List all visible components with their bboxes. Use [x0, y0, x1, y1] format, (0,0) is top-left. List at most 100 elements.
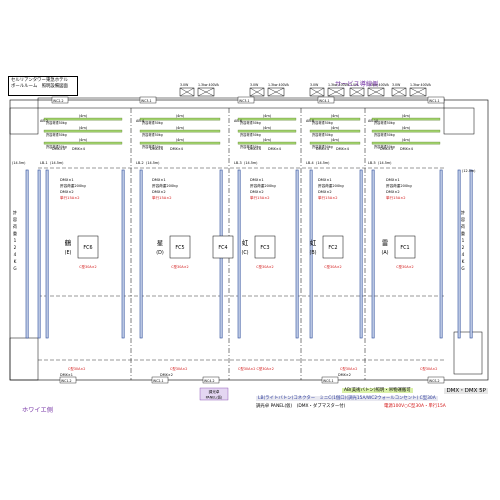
room-name-D: 星 [157, 239, 164, 247]
wc-bot-label-4: WCS-2 [429, 379, 440, 383]
batten-v-10 [371, 169, 375, 339]
dmx4-note-3: DMX×4 [316, 147, 329, 151]
service-label: サービス導線側 [335, 80, 378, 88]
dmx4-note-2: DMX×4 [248, 147, 261, 151]
dmx4b-note-1: DMX×4 [170, 147, 183, 151]
legend-panel: 調光卓 PANEL(仮) (DMX・ダブマスター付) [256, 404, 345, 410]
dmx4b-note-4: DMX×4 [400, 147, 413, 151]
bottom-load-2: C型30A×2 C型30A×2 [238, 366, 274, 371]
side-char-left-0: 許 [13, 209, 18, 216]
legend: AB(美術バトン)照明・吊物運搬可 DMX・DMX 5P LB(ライトバトン)コ… [256, 388, 490, 422]
dmx4-note-0: DMX×4 [52, 147, 65, 151]
wc-bot-label-2: WC4-2 [204, 379, 215, 383]
fc-label-B: FC2 [328, 245, 337, 251]
batten-h-2-1 [139, 141, 221, 145]
fc-box-B [322, 235, 344, 259]
foyer-label: ホワイエ側 [22, 406, 53, 414]
span2-left: (14.5m) [12, 161, 26, 165]
batten-span-0-1: (4m) [176, 114, 185, 118]
side-char-right-6: 4 [462, 252, 465, 257]
dmx2-note-4: DMX×2 [386, 190, 400, 194]
batten-span-0-2: (4m) [263, 114, 272, 118]
batten-h-1-1 [139, 129, 221, 133]
pan-label-1: 調光卓 [209, 389, 220, 394]
bottom-load-3: C型30A×2 [340, 366, 357, 371]
bottom-dmx-1: DMX×2 [160, 373, 173, 377]
fc-box-A [394, 235, 416, 259]
batten-h-2-2 [237, 141, 297, 145]
wc-top-label-4: WC1-1 [429, 99, 440, 103]
side-char-right-2: 荷 [461, 223, 465, 230]
room-sub-C: (C) [241, 250, 248, 256]
side-char-right-5: 2 [462, 245, 465, 250]
side-char-left-6: 4 [14, 252, 17, 257]
dmx4b-note-2: DMX×4 [268, 147, 281, 151]
bottom-dmx-2: DMX×2 [338, 373, 351, 377]
room-load-C: C型30A×2 [256, 264, 273, 269]
top-box-b-label-4: 1.3kw 400VA [410, 83, 432, 87]
top-box-a-label-4: 3.0W [392, 83, 401, 87]
batten-v-13 [469, 169, 473, 339]
wc-top-box-2 [237, 96, 255, 104]
lb-label-2: LB-3 [234, 161, 242, 165]
wc-bot-label-1: WC2-1 [153, 379, 164, 383]
dmx2-note-0: DMX×2 [60, 190, 74, 194]
room-name-B: 虹 [310, 238, 317, 247]
allow-0-3: 許容荷重50kg [312, 120, 333, 125]
side-char-left-4: 1 [14, 238, 17, 243]
batten-v-9 [359, 169, 363, 339]
allow-0-1: 許容荷重50kg [142, 120, 163, 125]
bottom-load-4: C型30A×2 [420, 366, 437, 371]
left-lower-alcove [9, 337, 39, 381]
allow-2-4: 許容荷重50kg [374, 144, 395, 149]
batten-v-7 [295, 169, 299, 339]
left-alcove [9, 107, 39, 135]
batten-span-1-2: (4m) [263, 126, 272, 130]
phase-note-1: 単行15A×2 [152, 195, 172, 200]
allow-note-2: 許容荷重200kg [250, 183, 276, 188]
wc-top-box-0 [51, 96, 69, 104]
batten-span-2-1: (4m) [176, 138, 185, 142]
batten-v-2 [45, 169, 49, 339]
lb-label-3: LB-4 [306, 161, 314, 165]
batten-span-2-0: (4m) [79, 138, 88, 142]
dmx4-note-4: DMX×4 [380, 147, 393, 151]
batten-v-0 [25, 169, 29, 339]
side-char-left-5: 2 [14, 245, 17, 250]
title-line1: セルリアンタワー東急ホテル [11, 78, 68, 83]
batten-h-1-2 [237, 129, 297, 133]
legend-lb-text: LB(ライトバトン)コネクター ミニC(1個口)(調光15A/WC2ウォールコン… [256, 396, 438, 401]
top-box-b-x2-1 [267, 87, 285, 97]
fc-box-D2 [212, 235, 234, 259]
allow-2-2: 許容荷重50kg [240, 144, 261, 149]
batten-span-2-2: (4m) [263, 138, 272, 142]
dmx1-note-3: DMX×1 [318, 178, 332, 182]
phase-note-0: 単行15A×2 [60, 195, 80, 200]
legend-power-text: 電源100V○C型30A・単行15A [384, 404, 446, 409]
room-name-C: 虹 [242, 238, 249, 247]
batten-h-0-1 [139, 117, 221, 121]
allow-1-2: 許容荷重50kg [240, 132, 261, 137]
side-char-left-2: 荷 [13, 223, 17, 230]
side-char-left-3: 重 [13, 230, 17, 236]
batten-v-4 [139, 169, 143, 339]
room-name-A: 雷 [382, 239, 389, 247]
wc-bot-box-3 [321, 376, 339, 384]
lb-label-0: LB-1 [40, 161, 48, 165]
ab-label-1: AB-4 [136, 119, 144, 123]
batten-span-1-0: (4m) [79, 126, 88, 130]
bottom-dmx-0: DMX×1 [60, 373, 73, 377]
wc-top-box-3 [317, 96, 335, 104]
dmx4b-note-0: DMX×4 [72, 147, 85, 151]
top-box-b-label-2: 1.3kw 400VA [328, 83, 350, 87]
room-load-E: C型30A×2 [79, 264, 96, 269]
batten-span-1-4: (4m) [402, 126, 411, 130]
top-box-a-label-1: 3.0W [250, 83, 259, 87]
top-box-b-x2-0 [197, 87, 215, 97]
dmx2-note-3: DMX×2 [318, 190, 332, 194]
room-load-D: C型30A×2 [171, 264, 188, 269]
legend-ab: AB(美術バトン)照明・吊物運搬可 [342, 388, 413, 394]
room-sub-B: (B) [309, 250, 316, 256]
top-box-b-label-3: 1.3kw 400VA [368, 83, 390, 87]
allow-2-1: 許容荷重50kg [142, 144, 163, 149]
